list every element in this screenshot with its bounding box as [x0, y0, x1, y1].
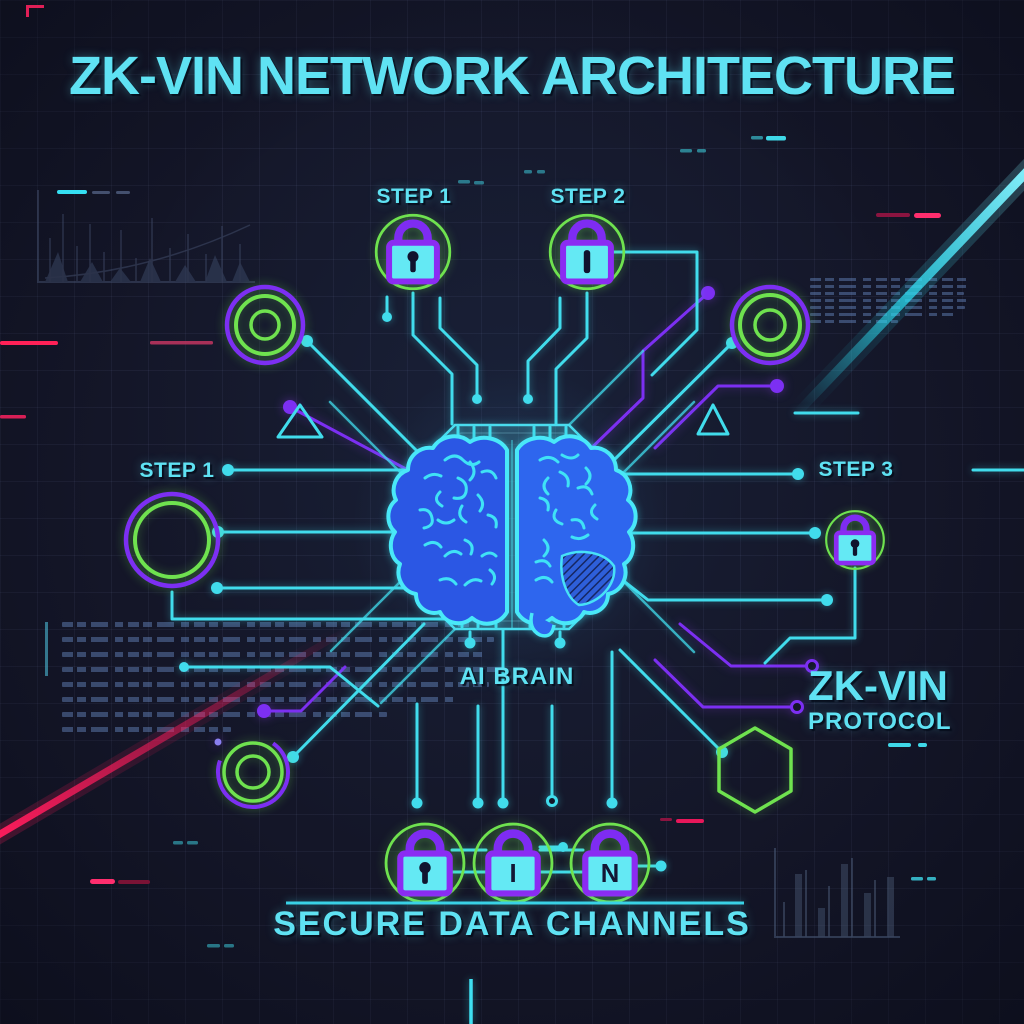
- cyan-beam: [790, 158, 1024, 420]
- label-step3-right: STEP 3: [818, 458, 894, 481]
- lock-icon-bottom-1: [384, 822, 466, 904]
- label-step1-top: STEP 1: [376, 185, 452, 208]
- microtext-accent-bar: [45, 622, 48, 676]
- page-title: ZK-VIN NETWORK ARCHITECTURE: [69, 46, 956, 106]
- triangle-icon-right: [696, 403, 730, 436]
- label-step1-left: STEP 1: [139, 459, 215, 482]
- triangle-icon-left: [276, 403, 324, 439]
- decor-chart-bottomright: [774, 848, 900, 938]
- target-circle-topright: [729, 284, 811, 366]
- hexagon-icon: [717, 726, 793, 814]
- decor-chart-topleft: [37, 190, 255, 283]
- lock-icon-bottom-3: N: [569, 822, 651, 904]
- lock-letter: N: [601, 860, 620, 888]
- keyhole-icon: [419, 862, 431, 874]
- lock-icon-bottom-2: I: [472, 822, 554, 904]
- target-circle-topleft: [224, 284, 306, 366]
- keyhole-icon: [850, 539, 860, 548]
- decor-dashes: [0, 5, 941, 948]
- label-zkvin: ZK-VIN: [808, 662, 948, 709]
- label-ai-brain: AI BRAIN: [459, 663, 575, 690]
- lock-icon-step1-top: [374, 213, 452, 291]
- decor-chart-progress: [57, 190, 130, 194]
- label-secure-data-channels: SECURE DATA CHANNELS: [273, 905, 751, 943]
- keyhole-icon: [407, 251, 419, 263]
- target-circle-bottomleft: [216, 735, 290, 809]
- label-protocol: PROTOCOL: [808, 708, 952, 735]
- brain-icon: [386, 434, 638, 638]
- label-step2-top: STEP 2: [550, 185, 626, 208]
- target-circle-left: [123, 491, 221, 589]
- slit-keyhole-icon: [583, 250, 591, 274]
- lock-letter: I: [509, 860, 516, 888]
- lock-icon-step2-top: [548, 213, 626, 291]
- pink-beam: [0, 620, 355, 845]
- secure-rule: [286, 901, 744, 1024]
- lock-icon-step3-right: [825, 510, 885, 570]
